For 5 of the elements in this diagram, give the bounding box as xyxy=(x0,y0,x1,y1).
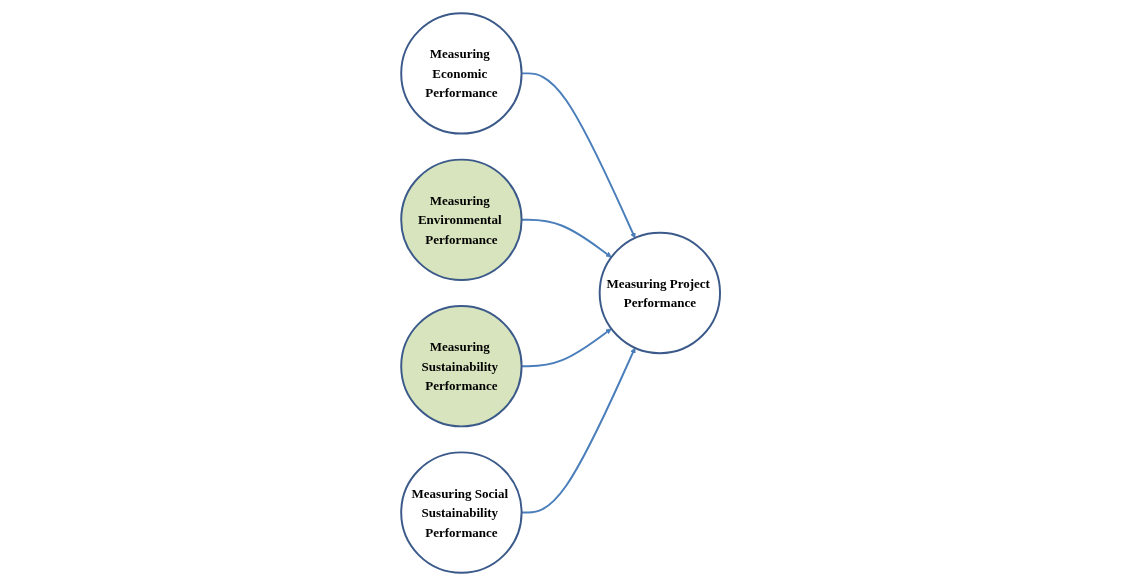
node-circle: Measuring Sustainability Performance xyxy=(400,304,523,427)
node-circle: Measuring Project Performance xyxy=(598,231,721,354)
node-circle: Measuring Environmental Performance xyxy=(400,158,523,281)
node-circle: Measuring Social Sustainability Performance xyxy=(400,450,523,574)
node-circle: Measuring Economic Performance xyxy=(400,11,523,135)
